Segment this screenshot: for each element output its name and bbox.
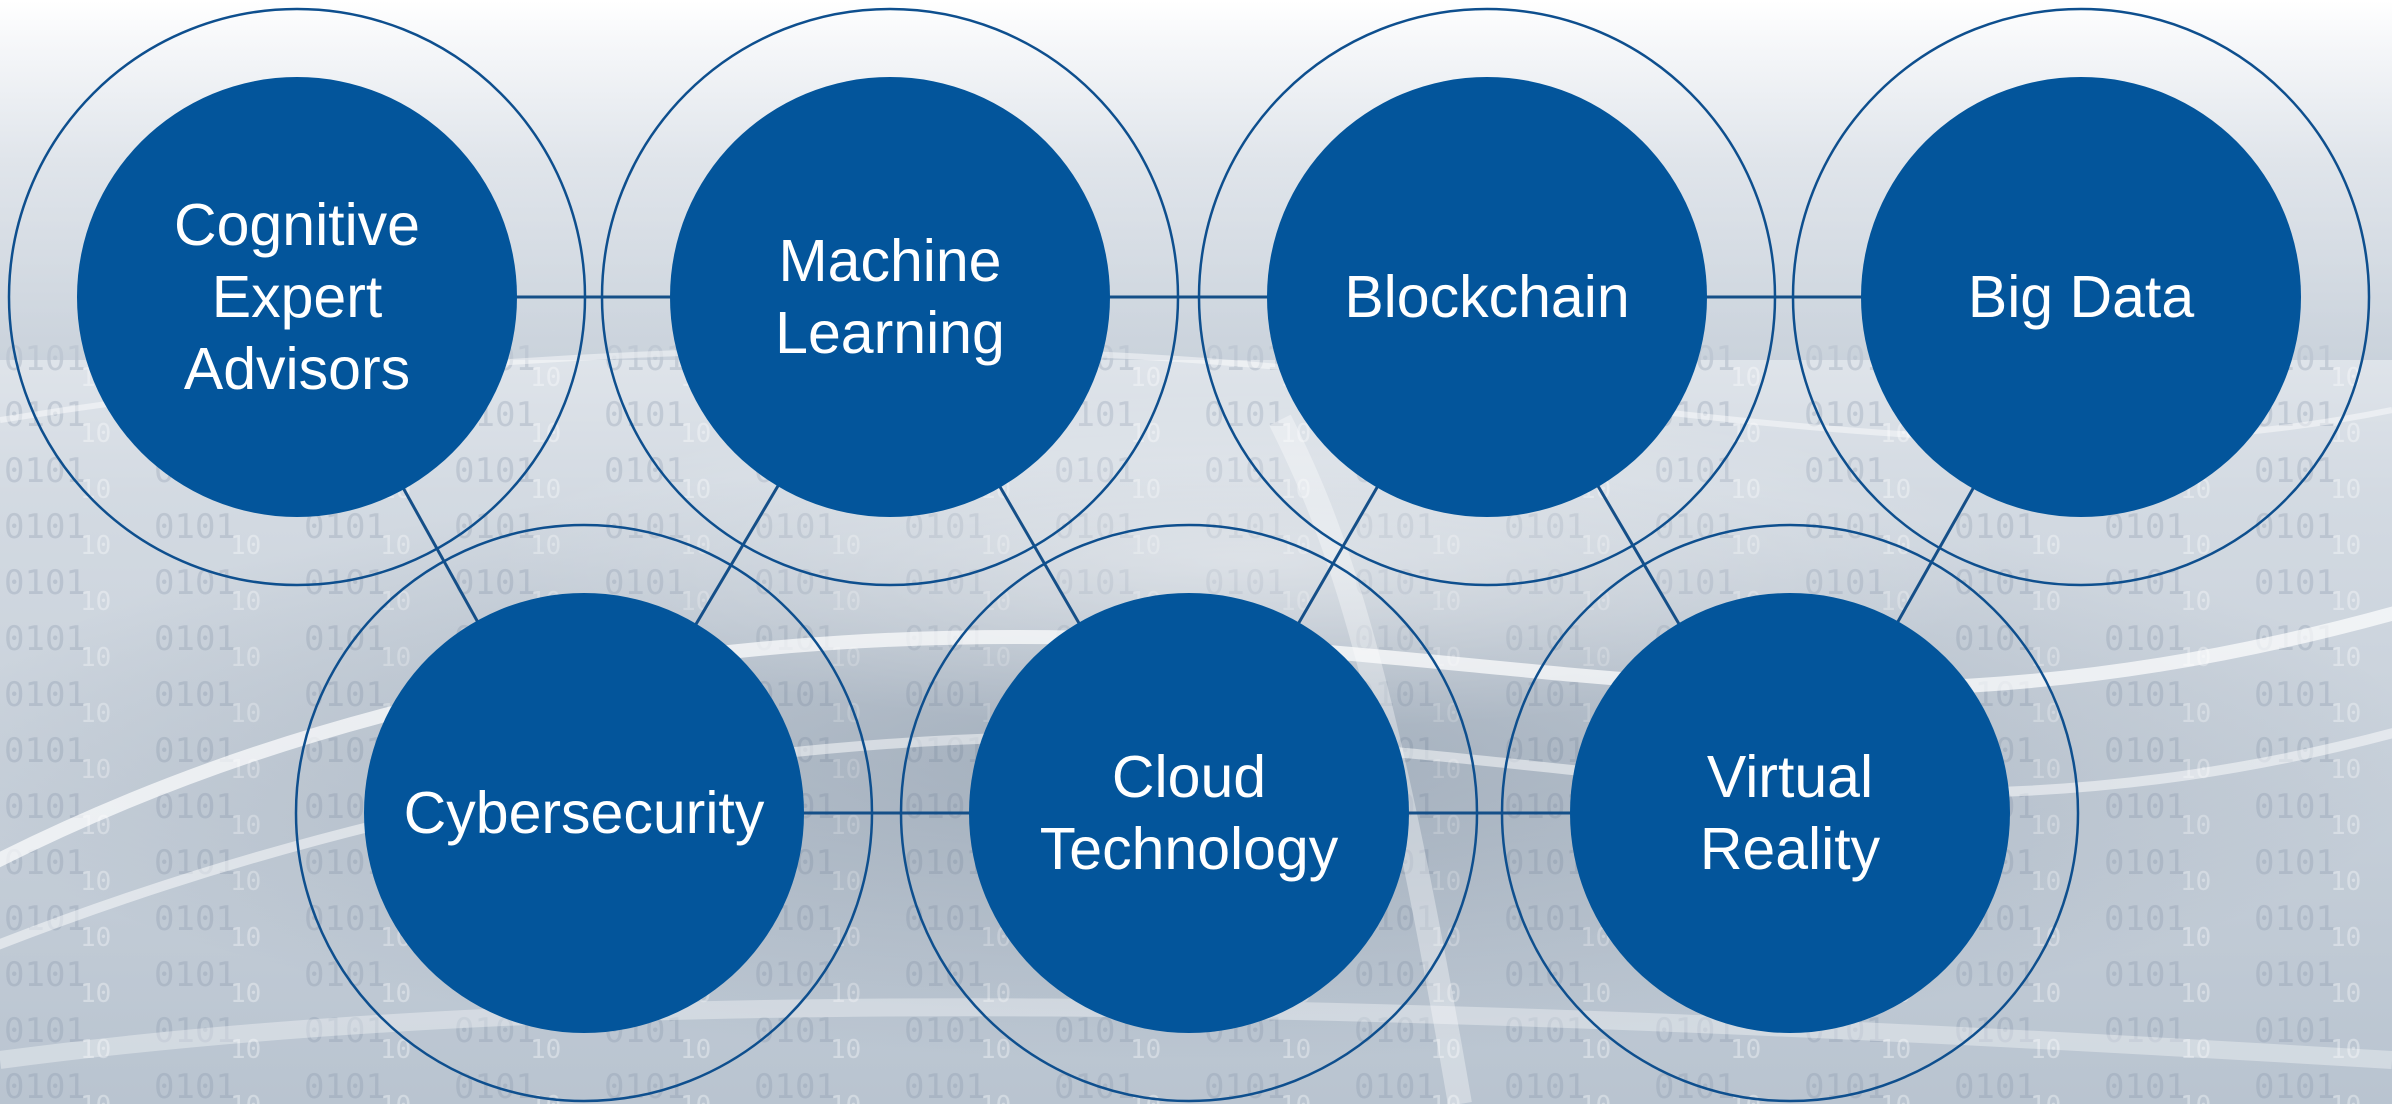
cognitive-expert-advisors-label-line-2: Expert [212,264,383,330]
cloud-technology-label-line-2: Technology [1040,816,1339,882]
big-data-label-line-1: Big Data [1968,264,2194,330]
node-blockchain: Blockchain [1267,77,1707,517]
machine-learning-label-line-2: Learning [775,300,1005,366]
machine-learning-label-line-1: Machine [778,228,1001,294]
node-cybersecurity: Cybersecurity [364,593,804,1033]
cloud-technology-outer-ring [899,523,1479,1103]
big-data-circle [1861,77,2301,517]
machine-learning-circle [670,77,1110,517]
cognitive-expert-advisors-outer-ring [7,7,587,587]
machine-learning-outer-ring [600,7,1180,587]
cognitive-expert-advisors-circle [77,77,517,517]
cognitive-expert-advisors-label-line-3: Advisors [184,336,410,402]
outer-rings [7,7,2371,1103]
cybersecurity-label-line-1: Cybersecurity [404,780,765,846]
virtual-reality-label-line-1: Virtual [1707,744,1873,810]
cybersecurity-outer-ring [294,523,874,1103]
cloud-technology-circle [969,593,1409,1033]
blockchain-circle [1267,77,1707,517]
virtual-reality-label-line-2: Reality [1700,816,1881,882]
blockchain-label-line-1: Blockchain [1344,264,1629,330]
big-data-outer-ring [1791,7,2371,587]
virtual-reality-circle [1570,593,2010,1033]
cybersecurity-circle [364,593,804,1033]
node-big-data: Big Data [1861,77,2301,517]
virtual-reality-outer-ring [1500,523,2080,1103]
cognitive-expert-advisors-label-line-1: Cognitive [174,192,420,258]
cloud-technology-label-line-1: Cloud [1112,744,1266,810]
blockchain-outer-ring [1197,7,1777,587]
